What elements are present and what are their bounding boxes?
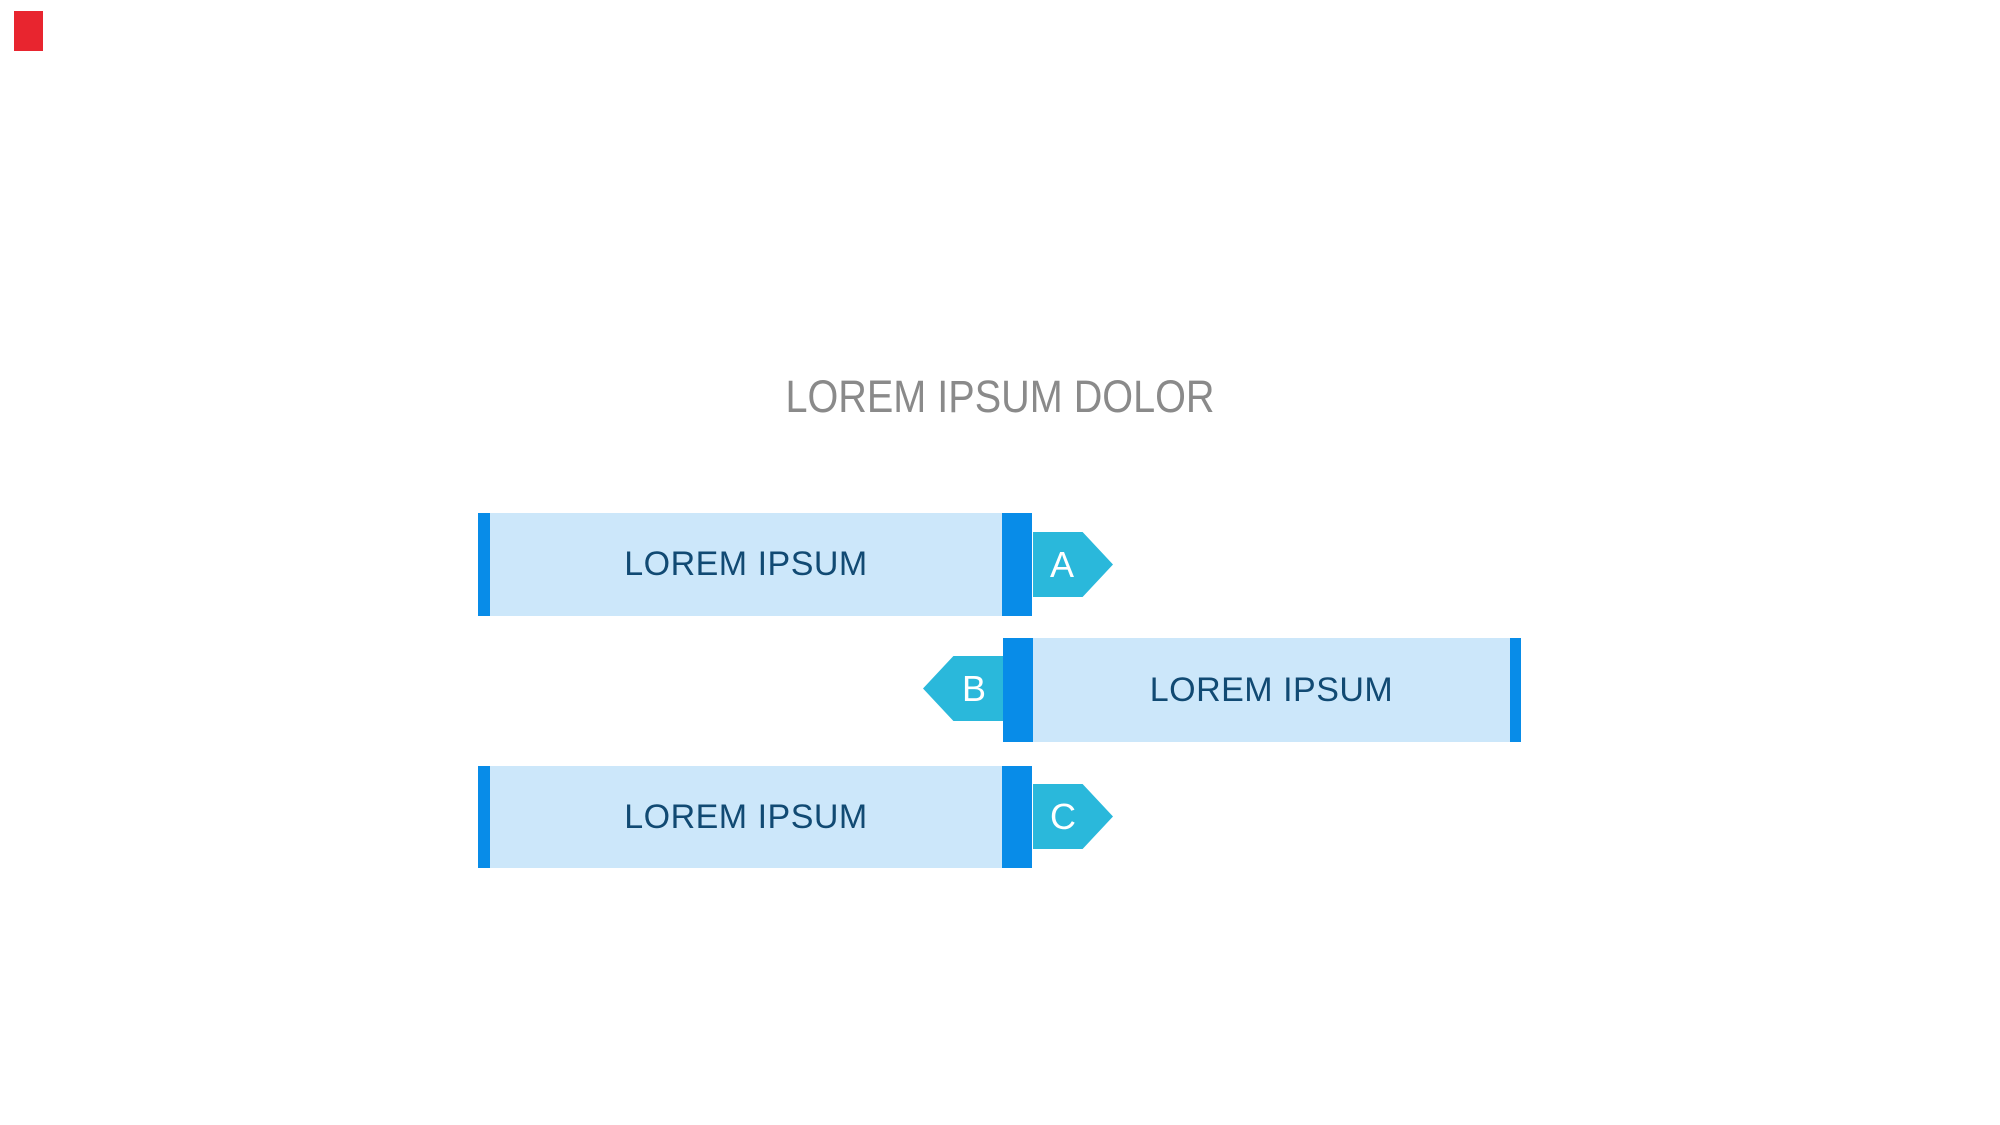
row-b-badge-letter: B	[961, 667, 986, 709]
row-a-bar-label: LOREM IPSUM	[624, 545, 868, 583]
row-c-badge-letter: C	[1050, 795, 1076, 837]
page-title: LOREM IPSUM DOLOR	[785, 371, 1215, 422]
row-c-right-edge-stripe	[1002, 766, 1032, 868]
row-c-bar-label: LOREM IPSUM	[624, 797, 868, 836]
row-a-badge-letter: A	[1050, 543, 1075, 585]
row-c-left-edge-stripe	[478, 766, 490, 868]
row-b-bar: LOREM IPSUM	[1033, 638, 1510, 742]
red-corner-marker	[14, 11, 43, 51]
row-a-arrow-right-icon: A	[1033, 532, 1113, 597]
row-c-bar: LOREM IPSUM	[490, 766, 1002, 868]
row-a-bar: LOREM IPSUM	[490, 513, 1002, 616]
row-b-right-edge-stripe	[1510, 638, 1521, 742]
row-b-bar-label: LOREM IPSUM	[1149, 670, 1394, 709]
row-c-arrow-right-icon: C	[1033, 784, 1113, 849]
row-b-arrow-left-icon: B	[923, 656, 1003, 721]
row-a-right-edge-stripe	[1002, 513, 1032, 616]
row-a-left-edge-stripe	[478, 513, 490, 616]
row-b-left-edge-stripe	[1003, 638, 1033, 742]
